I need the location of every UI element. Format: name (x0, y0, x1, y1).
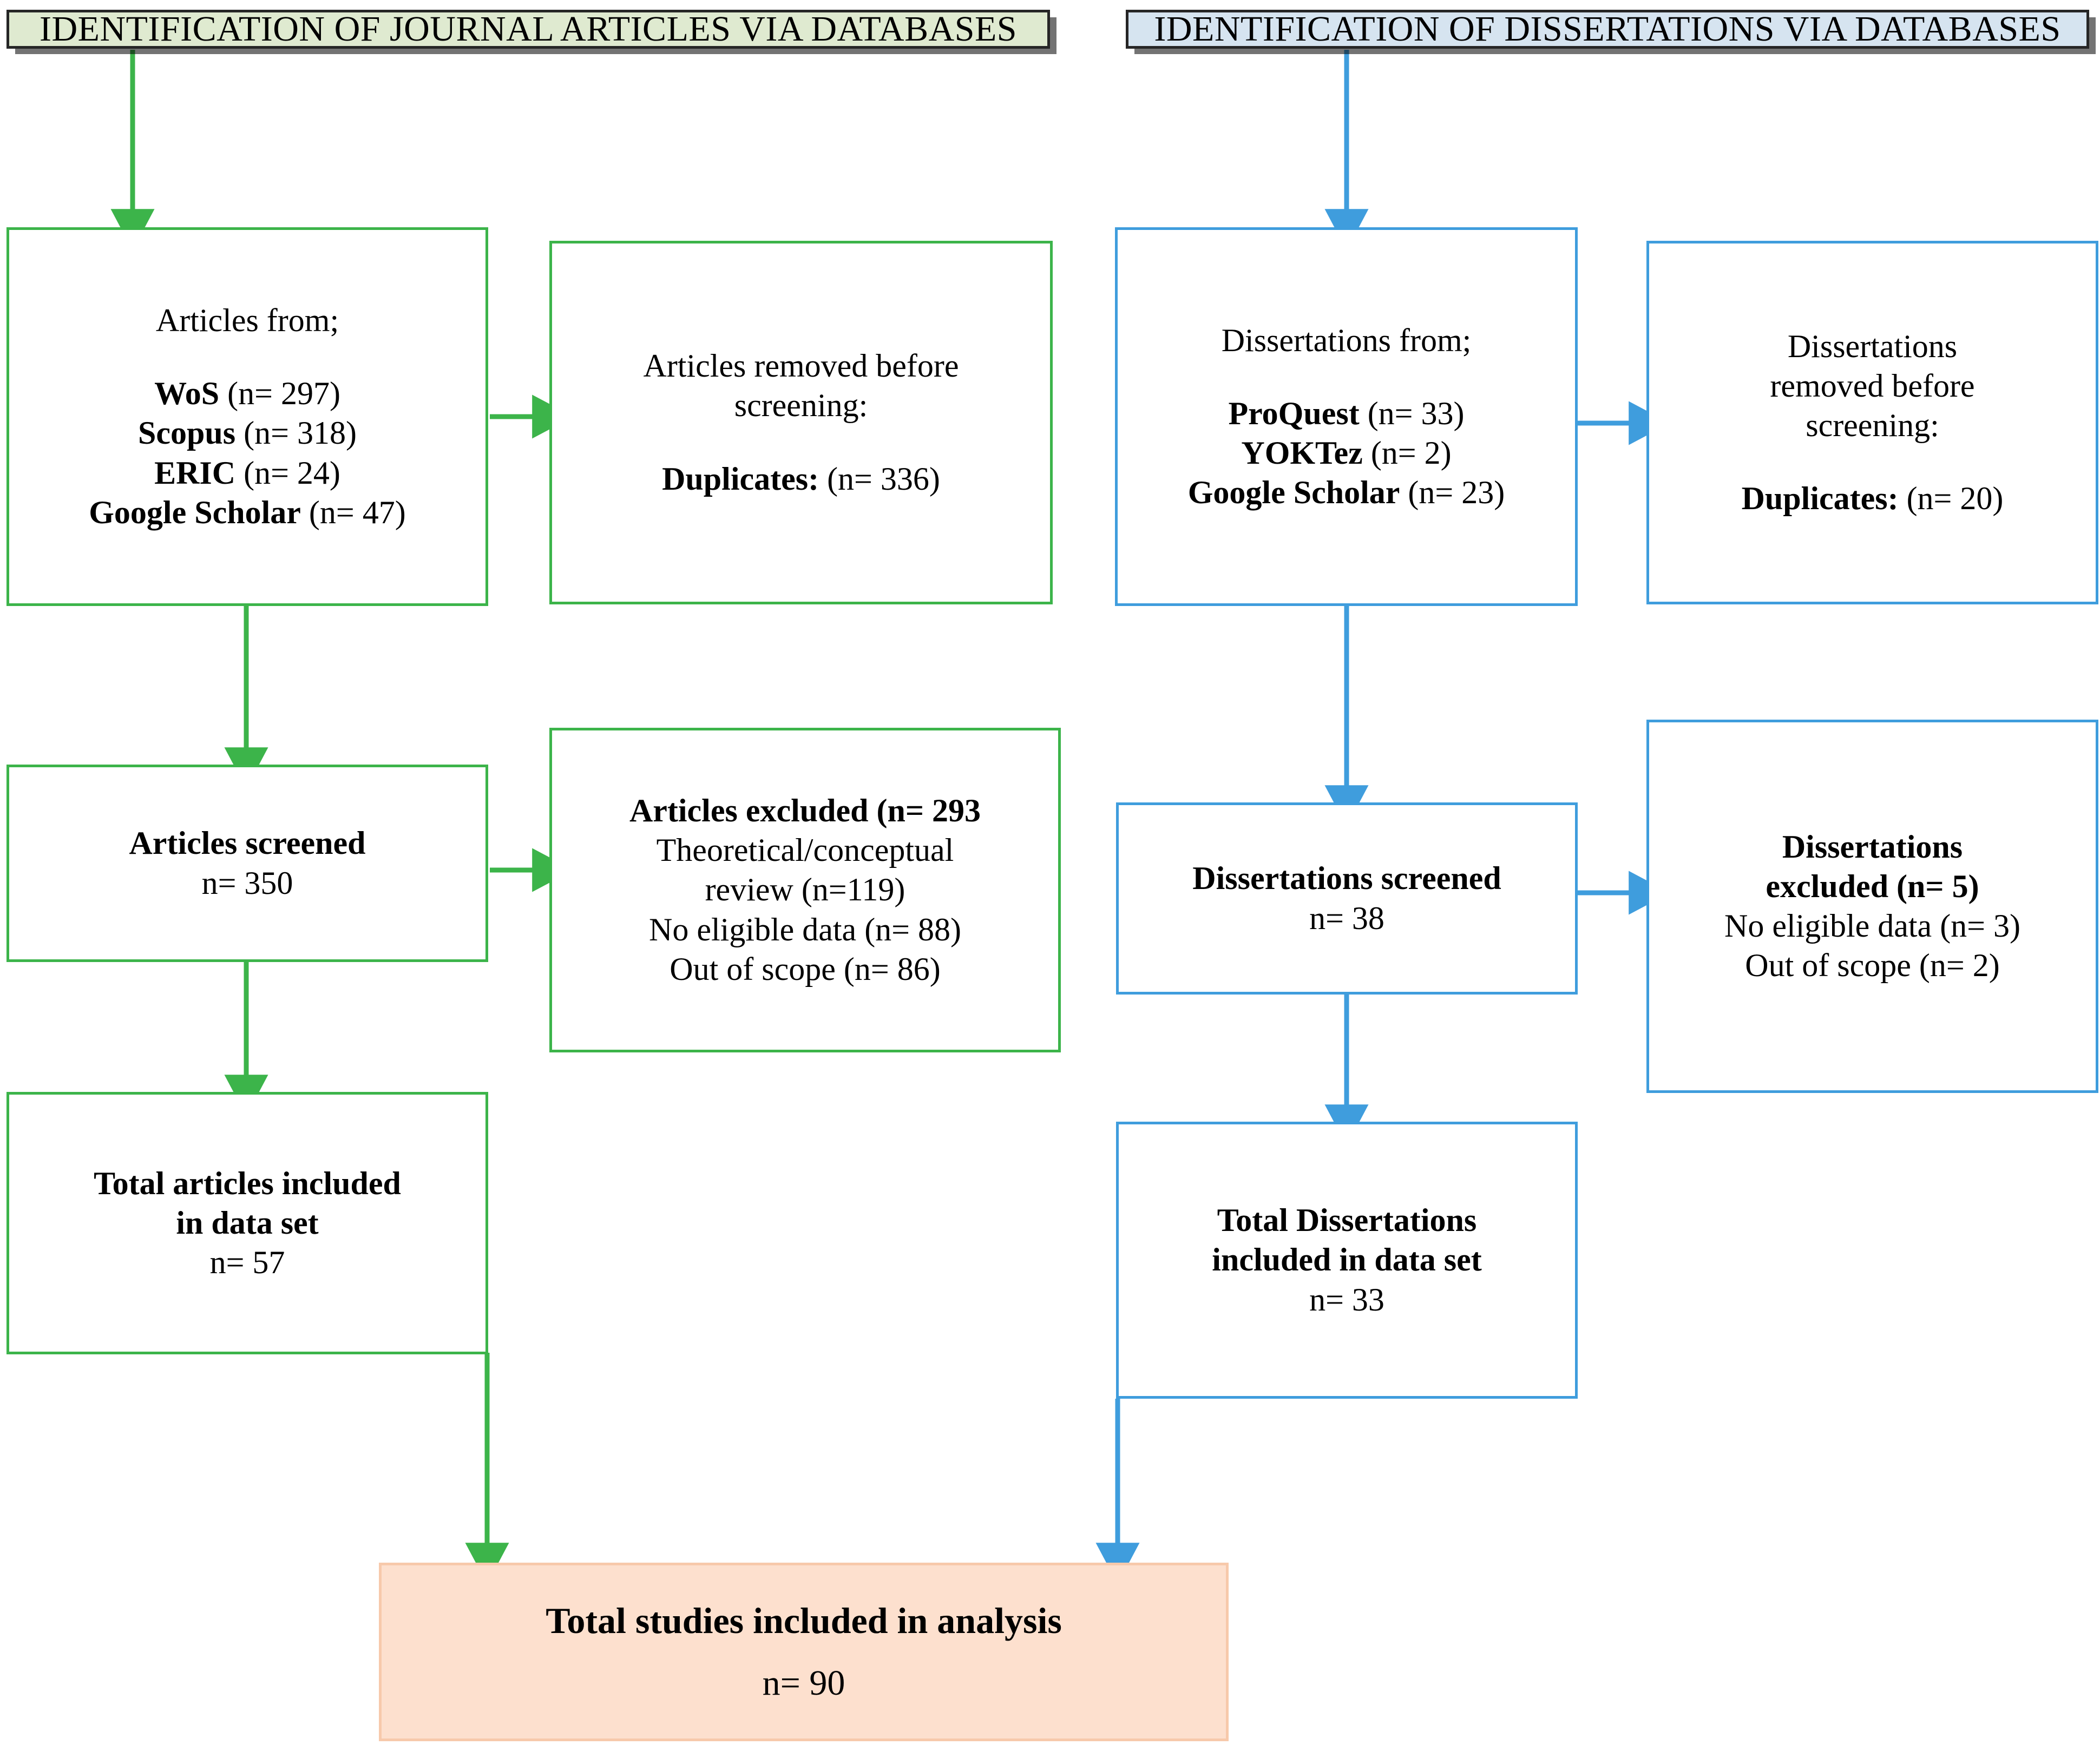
articles-sources-box: Articles from; WoS (n= 297) Scopus (n= 3… (6, 227, 488, 606)
articles-screened-label: Articles screened (129, 825, 366, 861)
dissertations-source-proquest: ProQuest (n= 33) (1228, 395, 1465, 431)
articles-source-scopus: Scopus (n= 318) (138, 415, 357, 451)
dissertations-excluded-reason-1: No eligible data (n= 3) (1724, 908, 2020, 944)
articles-removed-box: Articles removed before screening: Dupli… (549, 241, 1053, 604)
articles-removed-line1: Articles removed before (643, 348, 959, 384)
dissertations-removed-box: Dissertations removed before screening: … (1646, 241, 2098, 604)
total-studies-box: Total studies included in analysis n= 90 (379, 1563, 1229, 1741)
dissertations-included-count: n= 33 (1309, 1281, 1384, 1318)
articles-screened-count: n= 350 (201, 865, 293, 901)
dissertations-screened-count: n= 38 (1309, 900, 1384, 936)
spacer (390, 1643, 1217, 1662)
spacer (1658, 445, 2087, 479)
articles-included-count: n= 57 (209, 1244, 285, 1281)
dissertations-sources-title: Dissertations from; (1221, 322, 1472, 358)
dissertations-sources-box: Dissertations from; ProQuest (n= 33) YOK… (1115, 227, 1578, 606)
articles-excluded-box: Articles excluded (n= 293 Theoretical/co… (549, 728, 1061, 1052)
articles-screened-box: Articles screened n= 350 (6, 765, 488, 962)
dissertations-screened-label: Dissertations screened (1192, 860, 1501, 897)
articles-excluded-reason-1: Theoretical/conceptual (656, 832, 954, 868)
dissertations-screened-box: Dissertations screened n= 38 (1116, 802, 1578, 995)
articles-excluded-reason-1b: review (n=119) (705, 872, 905, 908)
total-studies-count: n= 90 (762, 1663, 845, 1703)
dissertations-included-line1: Total Dissertations (1217, 1202, 1477, 1239)
articles-source-google-scholar: Google Scholar (n= 47) (89, 494, 406, 530)
dissertations-removed-line3: screening: (1806, 407, 1939, 443)
header-banner-dissertations-label: IDENTIFICATION OF DISSERTATIONS VIA DATA… (1154, 9, 2061, 49)
dissertations-included-box: Total Dissertations included in data set… (1116, 1122, 1578, 1399)
dissertations-excluded-heading-2: excluded (n= 5) (1766, 868, 1979, 904)
spacer (18, 340, 477, 374)
dissertations-excluded-reason-2: Out of scope (n= 2) (1745, 947, 2000, 984)
articles-included-line2: in data set (176, 1204, 319, 1241)
spacer (1126, 360, 1566, 394)
articles-included-line1: Total articles included (94, 1165, 401, 1201)
dissertations-excluded-box: Dissertations excluded (n= 5) No eligibl… (1646, 720, 2098, 1093)
articles-sources-title: Articles from; (155, 302, 339, 339)
dissertations-removed-line2: removed before (1770, 367, 1975, 404)
header-banner-articles-label: IDENTIFICATION OF JOURNAL ARTICLES VIA D… (40, 9, 1017, 49)
articles-excluded-reason-2: No eligible data (n= 88) (648, 911, 961, 947)
articles-excluded-reason-3: Out of scope (n= 86) (670, 951, 941, 987)
dissertations-source-yoktez: YOKTez (n= 2) (1241, 435, 1452, 471)
dissertations-included-line2: included in data set (1212, 1242, 1482, 1278)
header-banner-dissertations: IDENTIFICATION OF DISSERTATIONS VIA DATA… (1126, 9, 2089, 49)
articles-included-box: Total articles included in data set n= 5… (6, 1092, 488, 1354)
articles-source-wos: WoS (n= 297) (154, 376, 340, 412)
articles-source-eric: ERIC (n= 24) (154, 455, 340, 491)
articles-duplicates: Duplicates: (n= 336) (662, 460, 940, 497)
articles-removed-line2: screening: (734, 387, 868, 424)
header-banner-articles: IDENTIFICATION OF JOURNAL ARTICLES VIA D… (6, 9, 1050, 49)
articles-excluded-heading: Articles excluded (n= 293 (629, 793, 981, 829)
dissertations-source-google-scholar: Google Scholar (n= 23) (1187, 475, 1505, 511)
total-studies-label: Total studies included in analysis (546, 1600, 1062, 1642)
dissertations-excluded-heading-1: Dissertations (1782, 828, 1963, 865)
dissertations-removed-line1: Dissertations (1787, 328, 1958, 364)
dissertations-duplicates: Duplicates: (n= 20) (1741, 480, 2004, 517)
spacer (561, 426, 1041, 459)
